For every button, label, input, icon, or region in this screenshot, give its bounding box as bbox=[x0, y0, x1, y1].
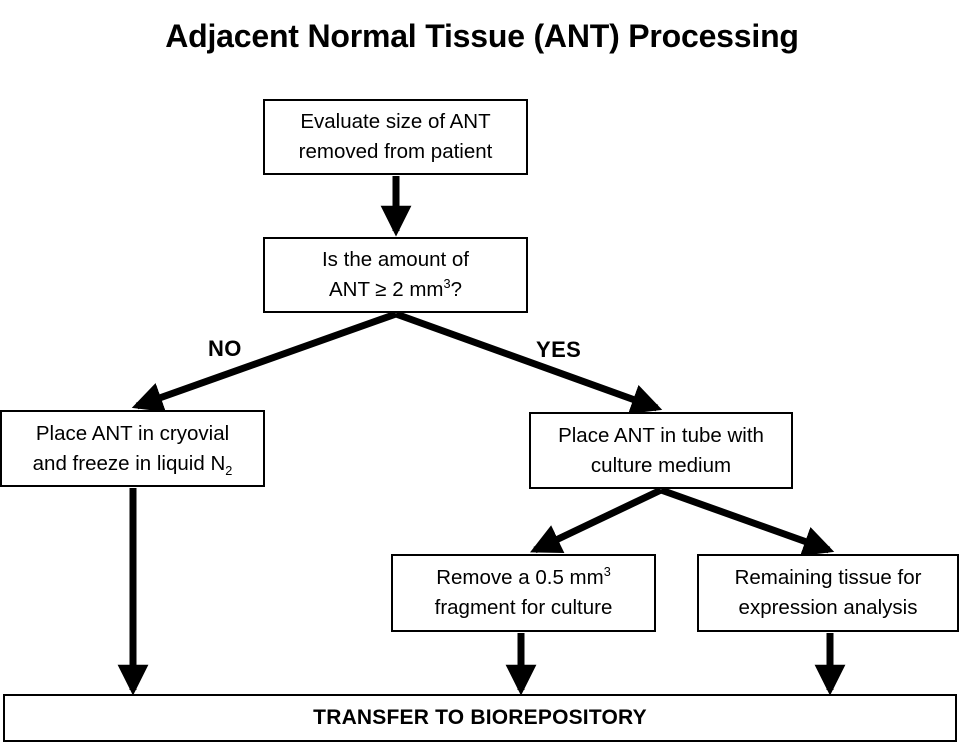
node-remaining-tissue[interactable]: Remaining tissue for expression analysis bbox=[697, 554, 959, 632]
node-place-ant-tube[interactable]: Place ANT in tube with culture medium bbox=[529, 412, 793, 489]
node-fragment-superscript: 3 bbox=[603, 564, 611, 580]
node-cryovial-line1: Place ANT in cryovial bbox=[35, 421, 230, 445]
edge-tube-to-remaining bbox=[659, 486, 835, 557]
node-cryovial-subscript: 2 bbox=[225, 462, 233, 478]
node-remaining-line2: expression analysis bbox=[738, 596, 918, 619]
node-decision-superscript: 3 bbox=[443, 276, 451, 292]
node-decision-amount[interactable]: Is the amount of ANT ≥ 2 mm3? bbox=[263, 237, 528, 313]
node-cryovial-line2-prefix: and freeze in liquid N bbox=[32, 451, 226, 475]
node-remaining-line1: Remaining tissue for bbox=[734, 566, 922, 589]
node-tube-line1: Place ANT in tube with bbox=[558, 423, 764, 447]
node-evaluate-line2: removed from patient bbox=[298, 140, 493, 163]
node-transfer-label: TRANSFER TO BIOREPOSITORY bbox=[313, 706, 647, 729]
edge-tube-to-fragment bbox=[529, 486, 663, 554]
edge-decision-to-cryovial bbox=[131, 310, 398, 413]
node-fragment-line2: fragment for culture bbox=[434, 596, 613, 619]
node-fragment-line1-prefix: Remove a 0.5 mm bbox=[436, 566, 604, 589]
page-title: Adjacent Normal Tissue (ANT) Processing bbox=[165, 18, 799, 54]
node-decision-line2-suffix: ? bbox=[450, 278, 462, 301]
edge-label-no: NO bbox=[208, 336, 242, 361]
edge-label-yes: YES bbox=[536, 337, 582, 362]
node-place-ant-cryovial[interactable]: Place ANT in cryovial and freeze in liqu… bbox=[0, 410, 265, 487]
edge-decision-to-tube bbox=[394, 310, 663, 414]
node-transfer-to-biorepository[interactable]: TRANSFER TO BIOREPOSITORY bbox=[3, 694, 957, 742]
node-decision-line2-prefix: ANT ≥ 2 mm bbox=[328, 278, 444, 301]
node-decision-line1: Is the amount of bbox=[321, 248, 469, 271]
node-tube-line2: culture medium bbox=[590, 453, 732, 477]
node-evaluate-line1: Evaluate size of ANT bbox=[300, 110, 491, 133]
node-evaluate-size[interactable]: Evaluate size of ANT removed from patien… bbox=[263, 99, 528, 175]
node-remove-fragment[interactable]: Remove a 0.5 mm3 fragment for culture bbox=[391, 554, 656, 632]
